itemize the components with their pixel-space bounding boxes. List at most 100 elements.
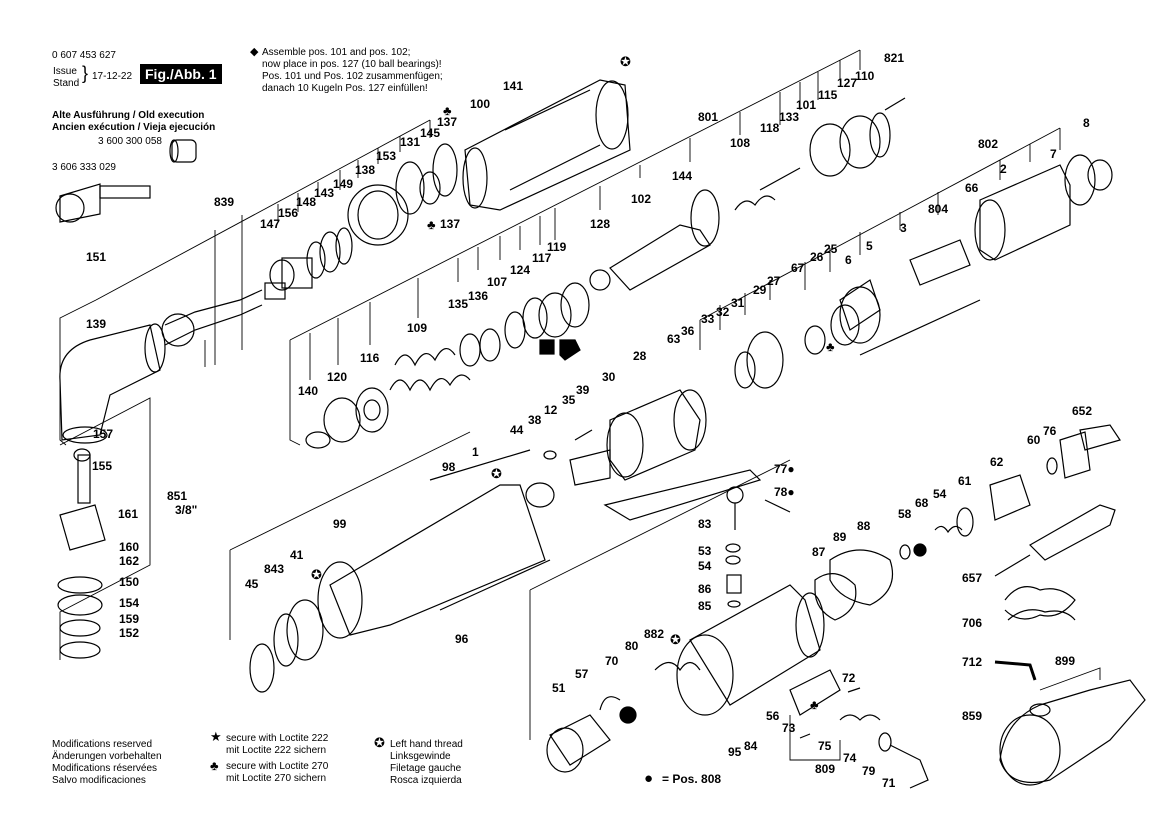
tools-group — [994, 504, 1146, 786]
old-execution-line-2: Ancien exécution / Vieja ejecución — [52, 122, 216, 133]
part-label: 1 — [472, 445, 479, 459]
left-thread-marker: ✪ — [620, 54, 631, 69]
dot-icon: ● — [644, 770, 654, 787]
part-label: 62 — [990, 455, 1004, 469]
part-label: 147 — [260, 217, 281, 231]
left-thread-line-4: Rosca izquierda — [390, 775, 462, 786]
clover-marker: ♣ — [826, 339, 835, 354]
part-label: 137 — [437, 115, 458, 129]
part-label: 151 — [86, 250, 107, 264]
part-number: 0 607 453 627 — [52, 50, 116, 61]
part-label: 851 — [167, 489, 188, 503]
part-label: 96 — [455, 632, 469, 646]
clover-marker: ♣ — [427, 217, 436, 232]
modifications-line-1: Modifications reserved — [52, 739, 153, 750]
part-label: 30 — [602, 370, 616, 384]
loctite270-line-2: mit Loctite 270 sichern — [226, 773, 327, 784]
part-label: 161 — [118, 507, 139, 521]
part-label: 102 — [631, 192, 652, 206]
part-label: 89 — [833, 530, 847, 544]
part-label: 101 — [796, 98, 817, 112]
part-label: 5 — [866, 239, 873, 253]
left-thread-marker: ✪ — [670, 632, 681, 647]
part-label: 157 — [93, 427, 114, 441]
stand-label: Stand — [53, 78, 80, 89]
left-thread-icon: ✪ — [374, 735, 385, 750]
part-label: 67 — [791, 261, 805, 275]
part-label: 149 — [333, 177, 354, 191]
part-label: 88 — [857, 519, 871, 533]
loctite270-line-1: secure with Loctite 270 — [226, 761, 329, 772]
left-thread-marker: ✪ — [311, 567, 322, 582]
part-label: 72 — [842, 671, 856, 685]
part-label: 31 — [731, 296, 745, 310]
part-label: 100 — [470, 97, 491, 111]
part-label: 127 — [837, 76, 858, 90]
assembly-note-line-1: Assemble pos. 101 and pos. 102; — [262, 47, 411, 58]
part-label: 138 — [355, 163, 376, 177]
part-label: 131 — [400, 135, 421, 149]
part-label: 27 — [767, 274, 781, 288]
clutch-group — [734, 97, 906, 211]
part-label: 53 — [698, 544, 712, 558]
part-label: 56 — [766, 709, 780, 723]
part-label: 85 — [698, 599, 712, 613]
part-label: 156 — [278, 206, 299, 220]
modifications-line-3: Modifications réservées — [52, 763, 158, 774]
star-icon: ★ — [210, 729, 222, 744]
part-label: 60 — [1027, 433, 1041, 447]
part-label: 95 — [728, 745, 742, 759]
part-label: 45 — [245, 577, 259, 591]
part-label: 137 — [440, 217, 461, 231]
part-label: 8 — [1083, 116, 1090, 130]
part-label: 108 — [730, 136, 751, 150]
main-housing-1 — [249, 449, 551, 693]
figure-label: Fig./Abb. 1 — [140, 64, 222, 84]
part-label: 152 — [119, 626, 140, 640]
part-label: 882 — [644, 627, 665, 641]
part-label: 73 — [782, 721, 796, 735]
part-label: 32 — [716, 305, 730, 319]
part-label: 162 — [119, 554, 140, 568]
inlet-group — [814, 424, 1121, 621]
part-label: 119 — [547, 240, 567, 254]
part-label: 36 — [681, 324, 695, 338]
part-label: 144 — [672, 169, 693, 183]
part-label: 25 — [824, 242, 838, 256]
old-execution-parts — [55, 139, 197, 223]
upper-spindle-group — [269, 161, 441, 291]
part-label: 109 — [407, 321, 428, 335]
left-thread-line-3: Filetage gauche — [390, 763, 462, 774]
part-label: 110 — [855, 69, 875, 83]
part-label: 150 — [119, 575, 140, 589]
part-label: 809 — [815, 762, 836, 776]
left-thread-marker: ✪ — [491, 466, 502, 481]
part-label: 51 — [552, 681, 566, 695]
part-label: 153 — [376, 149, 397, 163]
part-label: 86 — [698, 582, 712, 596]
part-label: 77● — [774, 462, 795, 476]
motor-housing-141 — [432, 79, 631, 211]
part-label: 154 — [119, 596, 140, 610]
part-label: 801 — [698, 110, 719, 124]
assembly-note-line-2: now place in pos. 127 (10 ball bearings)… — [262, 59, 442, 70]
part-label: 120 — [327, 370, 348, 384]
part-label: 35 — [562, 393, 576, 407]
part-label: 804 — [928, 202, 949, 216]
part-label: 71 — [882, 776, 896, 790]
modifications-line-4: Salvo modificaciones — [52, 775, 146, 786]
part-label: 657 — [962, 571, 983, 585]
part-label: 61 — [958, 474, 972, 488]
part-label: 143 — [314, 186, 335, 200]
left-thread-line-2: Linksgewinde — [390, 751, 451, 762]
part-label: 44 — [510, 423, 524, 437]
modifications-line-2: Änderungen vorbehalten — [52, 751, 162, 762]
leader-lines — [59, 49, 1101, 761]
part-label: 70 — [605, 654, 619, 668]
part-label: 54 — [933, 487, 947, 501]
part-label: 58 — [898, 507, 912, 521]
part-label: 57 — [575, 667, 589, 681]
loctite222-line-1: secure with Loctite 222 — [226, 733, 329, 744]
part-label: 29 — [753, 283, 767, 297]
